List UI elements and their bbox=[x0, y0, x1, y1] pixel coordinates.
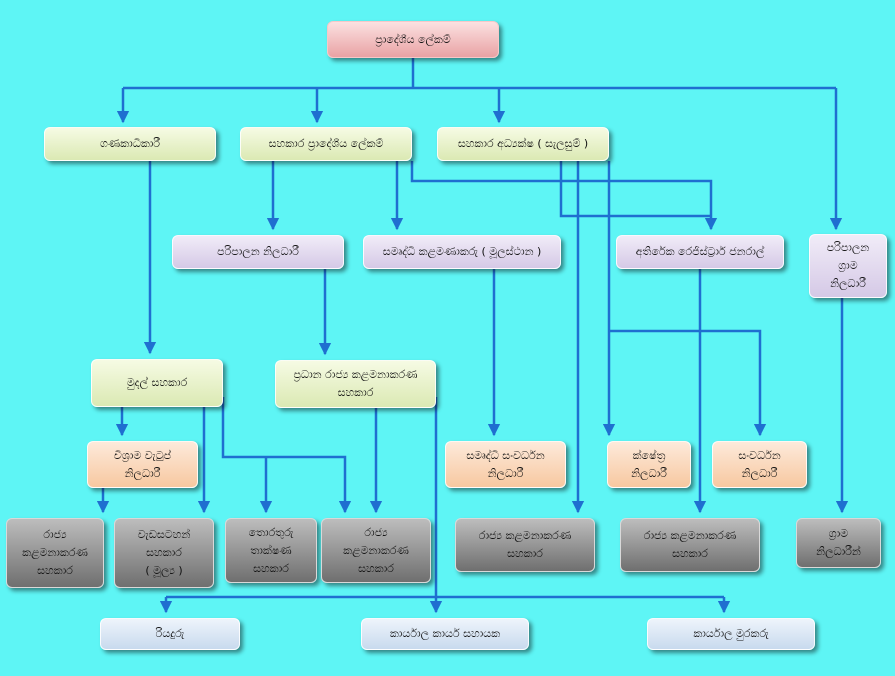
node-chief-mgmt-asst: ප්‍රධාන රාජ්‍ය කළමනාකරණ සහකාර bbox=[275, 360, 436, 408]
node-asst-director: සහකාර අධ්‍යක්ෂ ( සැලසුම් ) bbox=[437, 127, 609, 161]
node-driver: රියදුරු bbox=[100, 618, 240, 650]
node-samurdhi-manager: සමෘද්ධි කළමණාකරු ( මූලස්ථාන ) bbox=[363, 235, 561, 269]
node-add-registrar: අතිරේක රෙජිස්ට්‍රාර් ජනරාල් bbox=[616, 235, 784, 269]
node-mgmt-asst-3: රාජ්‍ය කළමනාකරණ සහකාර bbox=[455, 518, 595, 572]
node-dev-officer: සංවර්ධන නිලධාරී bbox=[712, 441, 807, 488]
node-office-worker: කාර්යාල කාර්ය සහායක bbox=[361, 618, 529, 650]
connector-10 bbox=[559, 161, 711, 218]
node-mgmt-asst-2: රාජ්‍ය කළමනාකරණ සහකාර bbox=[321, 518, 431, 583]
node-admin-officer: පරිපාලන නිලධාරී bbox=[172, 235, 344, 269]
node-admin-gn-officer: පරිපාලන ග්‍රාම නිලධාරී bbox=[809, 234, 887, 298]
node-mgmt-asst-1: රාජ්‍ය කළමනාකරණ සහකාර bbox=[6, 518, 104, 588]
node-samurdhi-dev-officer: සමෘද්ධි සංවර්ධන නිලධාරී bbox=[445, 441, 566, 488]
node-it-asst: තොරතුරු තාක්ෂණ සහකාර bbox=[225, 518, 317, 583]
node-salary-officer: විශ්‍රාම වැටුප් නිලධාරී bbox=[87, 441, 198, 488]
node-gn-officers: ග්‍රාම නිලධාරීන් bbox=[796, 518, 881, 568]
node-secretary: ප්‍රාදේශීය ලේකම් bbox=[327, 21, 499, 58]
node-asst-secretary: සහකාර ප්‍රාදේශීය ලේකම් bbox=[240, 127, 412, 161]
node-accountant: ගණකාධිකාරී bbox=[44, 127, 216, 161]
node-mgmt-asst-4: රාජ්‍ය කළමනාකරණ සහකාර bbox=[620, 518, 760, 572]
connector-13 bbox=[609, 329, 767, 437]
connector-20 bbox=[221, 397, 352, 514]
node-works-asst: වැඩසටහන් සහකාර ( මූල්‍ය ) bbox=[114, 518, 214, 588]
node-field-officer: ක්ෂේත්‍ර නිලධාරී bbox=[607, 441, 691, 488]
node-finance-asst: මුදල් සහකාර bbox=[91, 359, 223, 407]
node-office-guard: කාර්යාල මුරකරු bbox=[647, 618, 815, 650]
